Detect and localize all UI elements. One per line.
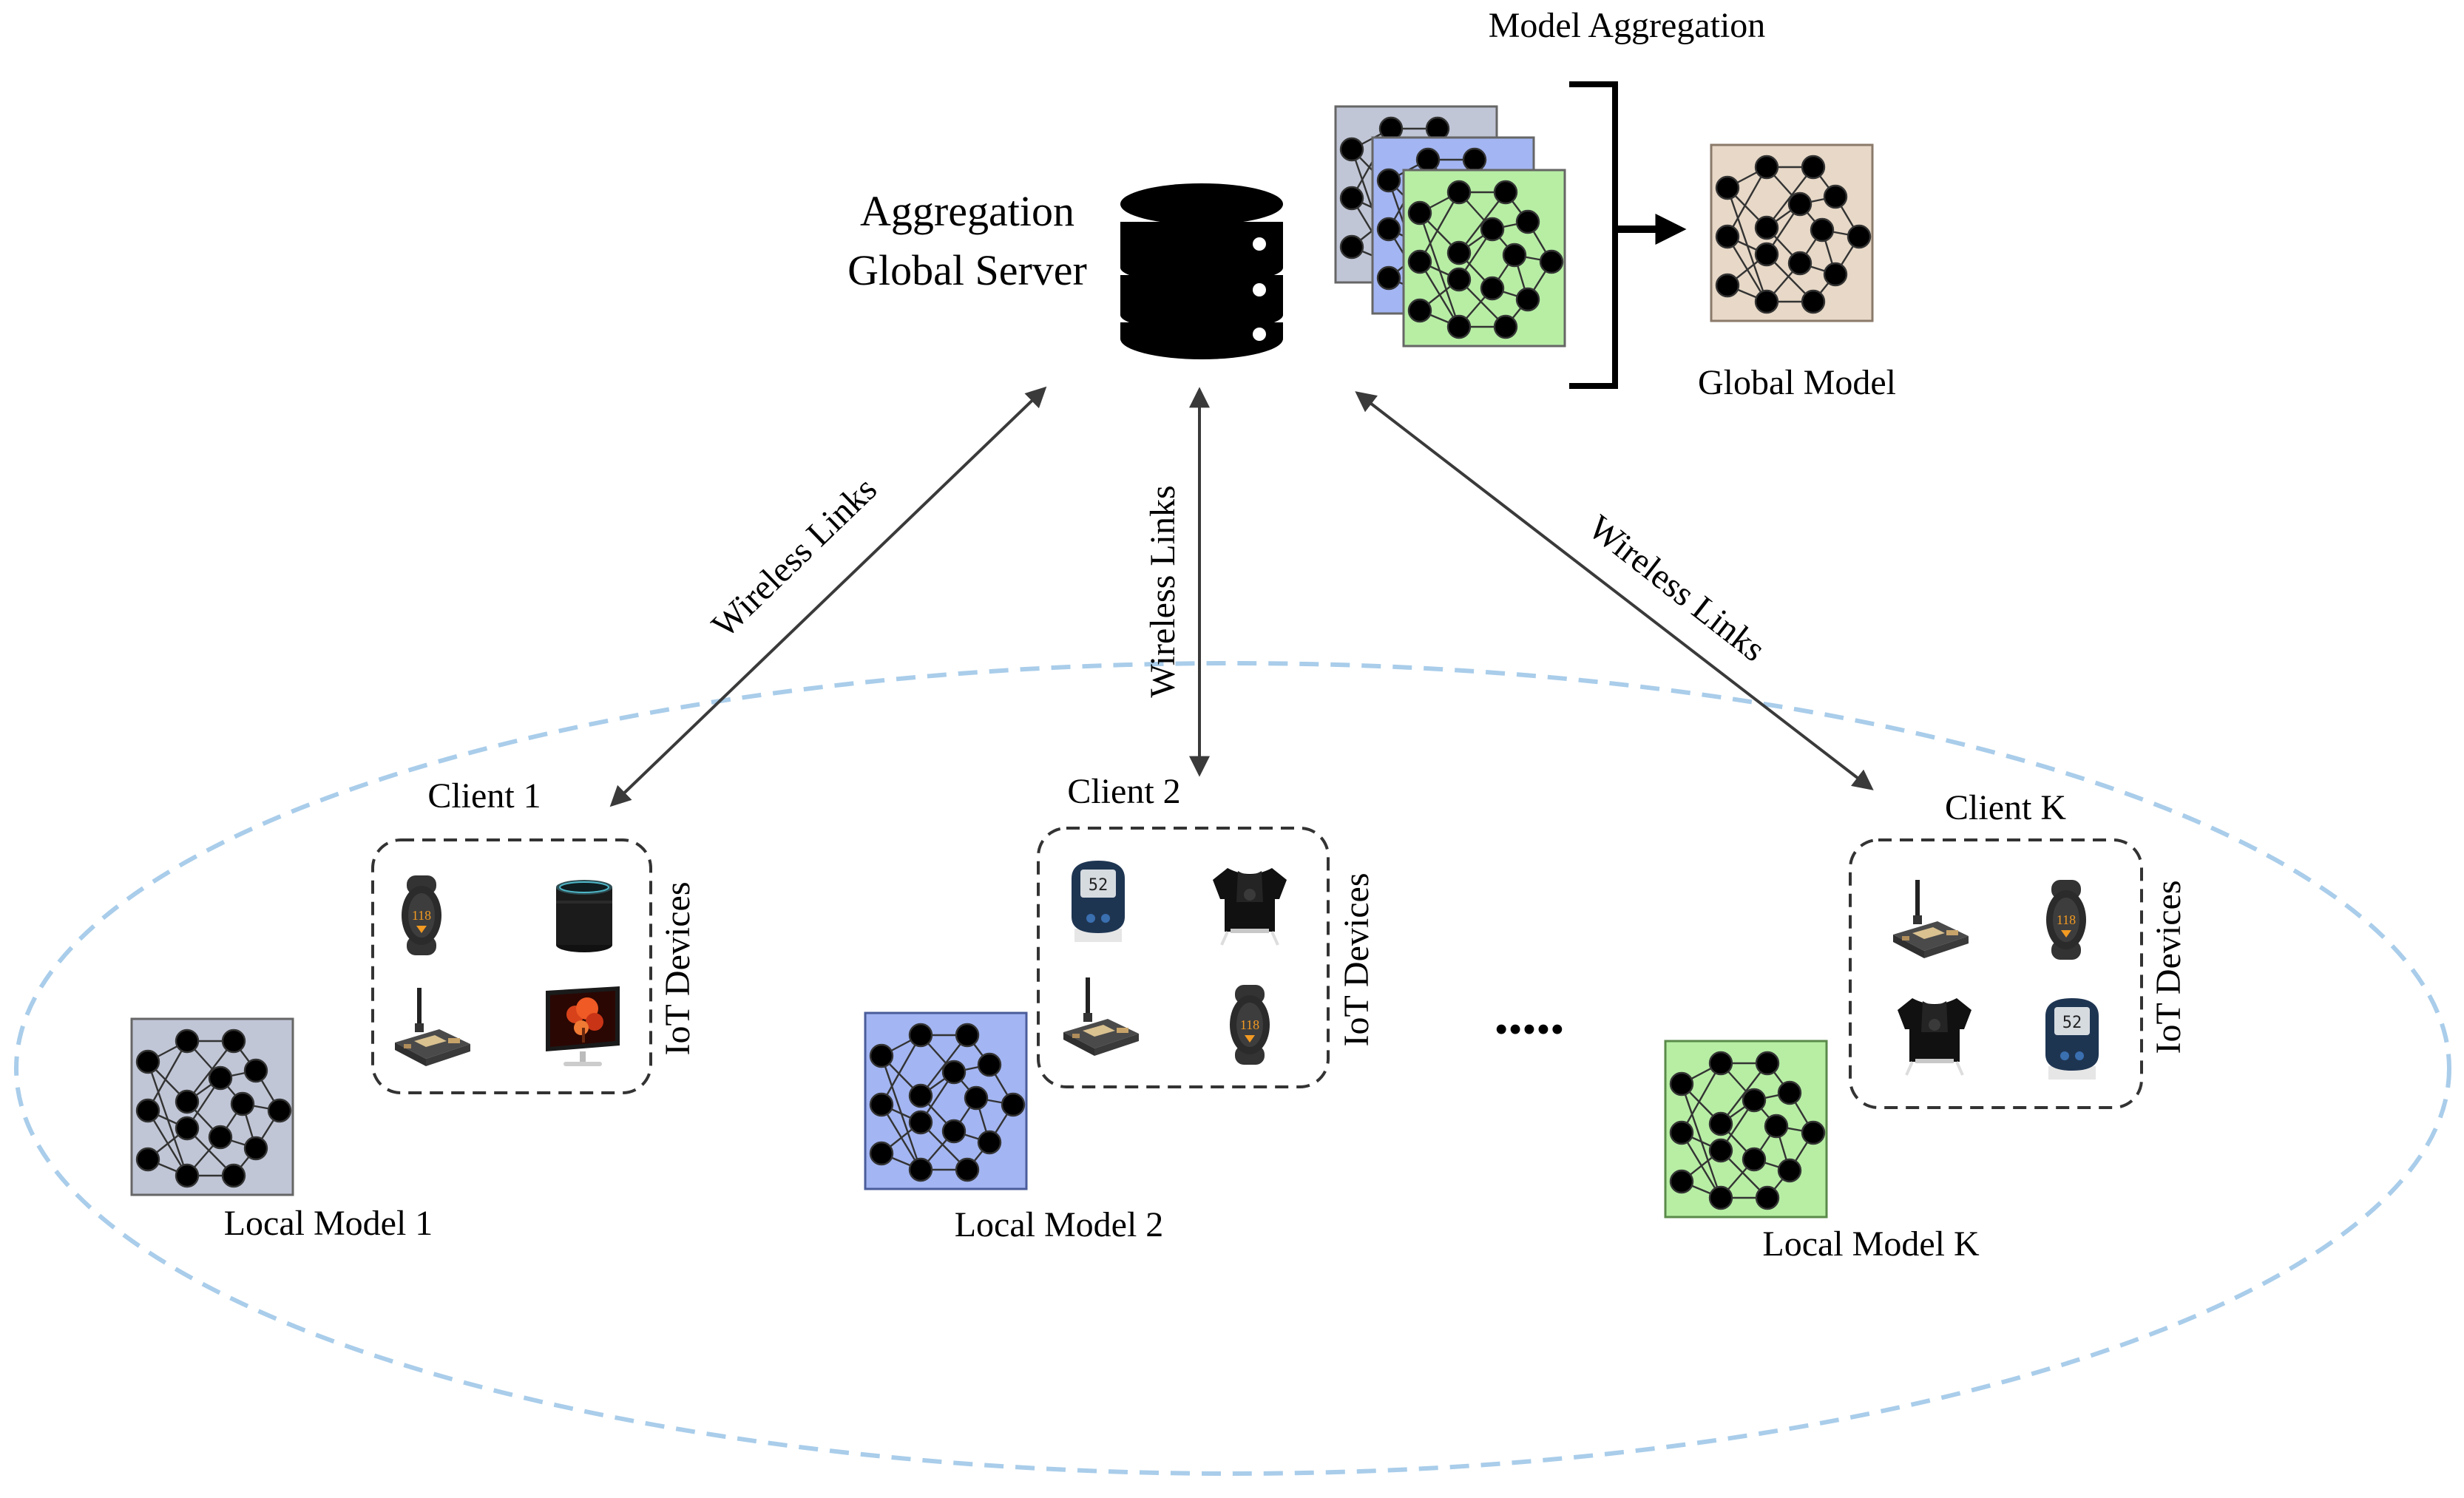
aggregated-model-stack <box>1334 105 1566 348</box>
sensor-board-icon <box>395 988 470 1066</box>
server-label-line2: Global Server <box>847 246 1087 294</box>
aggregation-bracket <box>1569 81 1618 389</box>
global-model <box>1710 143 1874 322</box>
heart-rate-monitor-icon <box>2046 880 2086 960</box>
wireless-link-right <box>1355 391 1874 790</box>
smart-display-icon <box>546 986 620 1066</box>
smart-speaker-icon <box>555 879 613 953</box>
local-model-2 <box>864 1011 1028 1190</box>
local-model-1-label: Local Model 1 <box>224 1204 433 1243</box>
client-k-name: Client K <box>1945 788 2066 827</box>
server-label-line1: Aggregation <box>860 187 1074 235</box>
client-1: Client 1 IoT Devices Local Model 1 <box>130 776 697 1243</box>
wireless-link-center-label: Wireless Links <box>1143 485 1182 697</box>
client-2-devices-label: IoT Devices <box>1337 872 1376 1046</box>
glucose-meter-icon <box>1072 861 1125 942</box>
more-clients-ellipsis: ••••• <box>1495 1007 1565 1051</box>
local-model-k-label: Local Model K <box>1762 1224 1980 1264</box>
model-aggregation-title: Model Aggregation <box>1489 6 1766 45</box>
client-region-ellipse <box>14 661 2451 1476</box>
stack-model-green <box>1402 169 1566 348</box>
client-1-device-box <box>371 838 652 1094</box>
heart-rate-monitor-icon <box>402 875 441 955</box>
client-k: Client K IoT Devices Local Model K <box>1664 788 2188 1264</box>
wireless-link-left-label: Wireless Links <box>704 470 884 645</box>
client-1-name: Client 1 <box>427 776 541 816</box>
smart-vest-icon <box>1211 867 1288 946</box>
client-k-device-box <box>1849 838 2143 1109</box>
local-model-1 <box>130 1017 294 1196</box>
global-model-label: Global Model <box>1698 363 1896 402</box>
client-2: Client 2 IoT Devices Local Model 2 <box>864 772 1376 1244</box>
local-model-k <box>1664 1040 1828 1219</box>
smart-vest-icon <box>1896 997 1973 1077</box>
sensor-board-icon <box>1063 977 1139 1056</box>
client-2-name: Client 2 <box>1067 772 1180 811</box>
client-1-devices-label: IoT Devices <box>658 881 697 1055</box>
heart-rate-monitor-icon <box>1230 985 1270 1065</box>
local-model-2-label: Local Model 2 <box>955 1205 1164 1244</box>
database-server-icon <box>1120 183 1283 359</box>
client-k-devices-label: IoT Devices <box>2149 880 2188 1054</box>
glucose-meter-icon <box>2045 998 2099 1080</box>
wireless-link-left <box>609 386 1047 807</box>
sensor-board-icon <box>1893 880 1969 958</box>
client-2-device-box <box>1037 827 1330 1088</box>
